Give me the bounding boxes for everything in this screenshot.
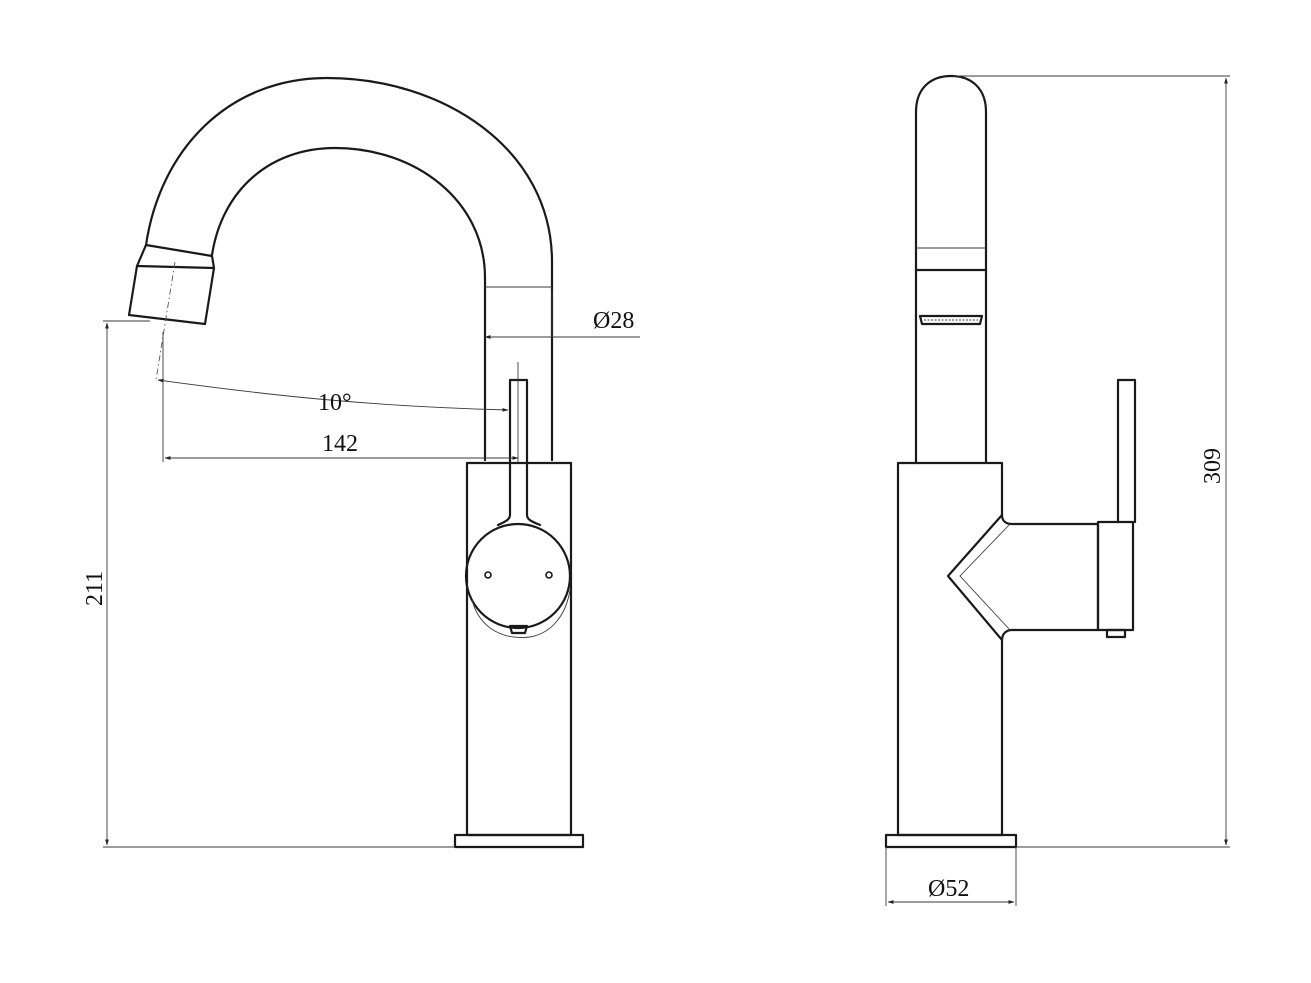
dim-spout-angle: 10° [318, 390, 352, 416]
dim-spout-diameter: Ø28 [593, 308, 634, 334]
side-base-plate [884, 833, 1018, 849]
front-dimensions: Ø28 10° 142 211 [82, 290, 640, 848]
side-cartridge-cone [946, 513, 1004, 642]
handle-lever [496, 378, 542, 527]
side-spout [914, 74, 988, 465]
side-handle-hub [1096, 520, 1135, 632]
dim-spout-height: 211 [82, 571, 108, 606]
dim-base-diameter: Ø52 [928, 876, 969, 902]
side-handle-screw [1105, 628, 1127, 639]
handle-disc-rim [471, 589, 571, 638]
spout-inner-edge [210, 146, 487, 462]
aerator-axis [155, 261, 176, 381]
side-handle-lever [1116, 378, 1137, 524]
tap-body [465, 461, 573, 837]
handle-dot-left [484, 571, 492, 579]
spout-outer-edge [144, 76, 554, 462]
front-view [127, 76, 585, 849]
side-view [884, 74, 1137, 849]
side-aerator [918, 314, 984, 326]
aerator-ring [135, 264, 216, 270]
handle-screw [508, 624, 529, 635]
tap-base-plate [453, 833, 585, 849]
handle-dot-right [545, 571, 553, 579]
side-dimensions: 309 Ø52 [885, 75, 1230, 906]
handle-disc [464, 522, 572, 630]
dim-total-height: 309 [1200, 448, 1226, 484]
dim-spout-reach: 142 [322, 431, 358, 457]
